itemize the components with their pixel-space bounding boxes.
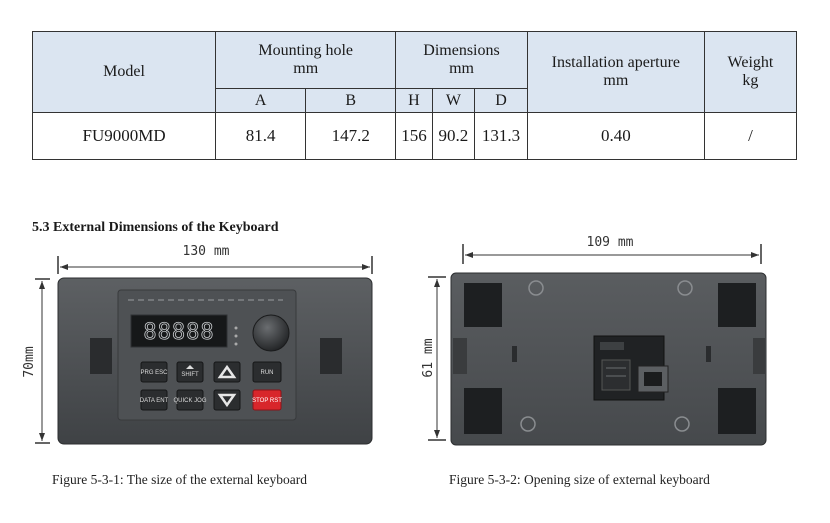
knob-icon[interactable]	[252, 314, 290, 352]
figure2-caption: Figure 5-3-2: Opening size of external k…	[449, 472, 710, 487]
header-b: B	[305, 88, 397, 113]
header-w: W	[431, 88, 476, 113]
keyboard-front-drawing: 130 mm 70mm 88888 PRG ESC SHIF	[22, 244, 373, 445]
header-dimensions-label: Dimensions	[423, 42, 500, 59]
header-dimensions-unit: mm	[449, 60, 474, 77]
header-aperture-label: Installation aperture	[551, 54, 681, 71]
key-stop-rst[interactable]: STOP RST	[252, 389, 282, 411]
cutout-top-right	[718, 283, 756, 327]
section-title: 5.3 External Dimensions of the Keyboard	[32, 220, 279, 235]
header-dimensions: Dimensions mm	[395, 31, 528, 89]
cell-w: 90.2	[431, 112, 476, 160]
led-display	[130, 314, 228, 348]
key-run[interactable]: RUN	[252, 361, 282, 383]
figure-keyboard-front: 130 mm 70mm 88888 PRG ESC SHIF	[22, 238, 388, 458]
key-up[interactable]	[213, 361, 241, 383]
key-quick-jog[interactable]: QUICK JOG	[173, 389, 207, 411]
table-row: FU9000MD 81.4 147.2 156 90.2 131.3 0.40 …	[31, 112, 798, 160]
cell-b: 147.2	[305, 112, 397, 160]
key-prg-esc[interactable]: PRG ESC	[140, 361, 168, 383]
header-model: Model	[31, 31, 217, 113]
header-mounting-hole-unit: mm	[293, 60, 319, 77]
figure1-caption: Figure 5-3-1: The size of the external k…	[52, 472, 308, 487]
cell-weight: /	[703, 112, 798, 160]
header-weight-label: Weight	[727, 54, 774, 71]
header-mounting-hole: Mounting hole mm	[215, 31, 397, 89]
header-mounting-hole-label: Mounting hole	[258, 42, 354, 59]
shift-arrow-icon	[186, 365, 194, 369]
key-prg-esc-label: PRG ESC	[140, 370, 168, 376]
cell-d: 131.3	[474, 112, 528, 160]
led-display-value: 88888	[143, 320, 214, 345]
cell-aperture: 0.40	[526, 112, 705, 160]
cutout-bottom-left	[464, 388, 502, 434]
header-a: A	[215, 88, 307, 113]
cutout-top-left	[464, 283, 502, 327]
header-weight: Weight kg	[703, 31, 798, 113]
header-d: D	[474, 88, 528, 113]
fig2-width-label: 109 mm	[587, 235, 634, 250]
key-down[interactable]	[213, 389, 241, 411]
key-shift[interactable]: SHIFT	[176, 361, 204, 383]
cutout-bottom-right	[718, 388, 756, 434]
down-arrow-icon	[217, 393, 237, 408]
fig2-height-label: 61 mm	[421, 338, 436, 377]
fig1-height-label: 70mm	[22, 346, 37, 377]
cell-model: FU9000MD	[31, 112, 217, 160]
fig1-width-label: 130 mm	[183, 244, 230, 259]
cell-a: 81.4	[215, 112, 307, 160]
figure-keyboard-back: 109 mm 61 mm	[420, 228, 780, 458]
key-stop-rst-label: STOP RST	[252, 398, 282, 404]
key-run-label: RUN	[261, 370, 274, 376]
key-quick-jog-label: QUICK JOG	[173, 398, 206, 404]
key-data-ent-label: DATA ENT	[140, 398, 169, 404]
key-shift-label: SHIFT	[181, 372, 199, 378]
rj45-port-icon	[637, 365, 669, 393]
cell-h: 156	[395, 112, 433, 160]
keyboard-back-drawing: 109 mm 61 mm	[421, 235, 767, 446]
header-installation-aperture: Installation aperture mm	[526, 31, 705, 113]
key-data-ent[interactable]: DATA ENT	[140, 389, 169, 411]
header-weight-unit: kg	[742, 72, 759, 89]
spec-table: Model Mounting hole mm Dimensions mm Ins…	[31, 31, 798, 160]
up-arrow-icon	[217, 364, 237, 379]
header-aperture-unit: mm	[603, 72, 629, 89]
header-h: H	[395, 88, 433, 113]
